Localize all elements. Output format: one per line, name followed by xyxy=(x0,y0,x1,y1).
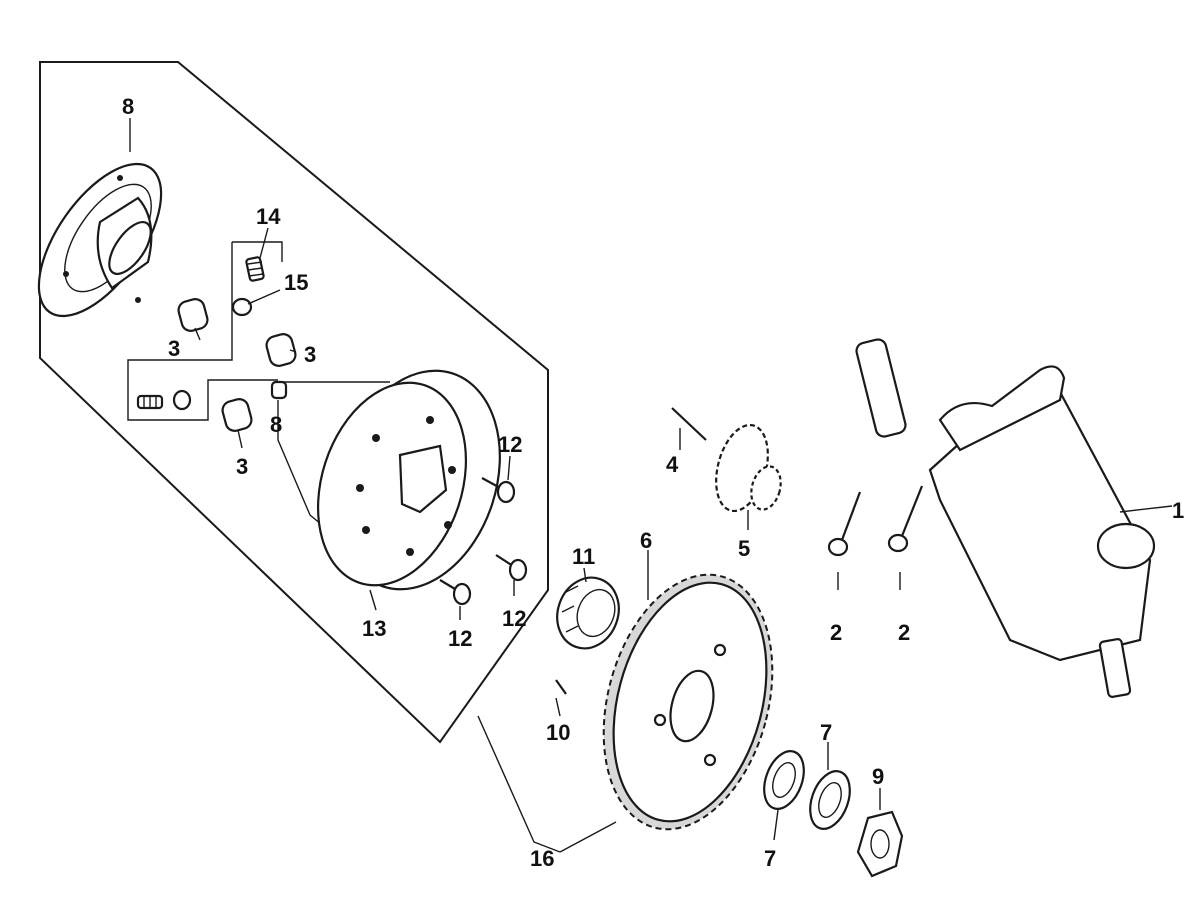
callout-6: 6 xyxy=(640,528,652,553)
callout-7b: 7 xyxy=(764,846,776,871)
flange-hub-part xyxy=(37,162,163,318)
callout-3b: 3 xyxy=(304,342,316,367)
callout-8a: 8 xyxy=(122,94,134,119)
callout-3c: 3 xyxy=(236,454,248,479)
bolt-part xyxy=(439,477,528,606)
gear-shaft-pin-part xyxy=(671,407,707,441)
spring-cap-part xyxy=(231,297,253,317)
callout-12a: 12 xyxy=(498,432,522,457)
clutch-housing-part xyxy=(316,369,501,591)
small-cap-part xyxy=(270,380,288,400)
large-gear-part xyxy=(602,573,774,831)
nut-part xyxy=(856,810,904,878)
small-spring-part xyxy=(136,389,192,411)
washer-part xyxy=(763,750,851,830)
small-gear-part xyxy=(715,423,782,513)
callout-2a: 2 xyxy=(830,620,842,645)
callout-16: 16 xyxy=(530,846,554,871)
callout-2b: 2 xyxy=(898,620,910,645)
roller-part xyxy=(177,298,297,432)
callout-1: 1 xyxy=(1172,498,1184,523)
callout-5: 5 xyxy=(738,536,750,561)
spring-part xyxy=(245,256,265,282)
callout-11: 11 xyxy=(572,544,595,569)
callout-8b: 8 xyxy=(270,412,282,437)
callout-12b: 12 xyxy=(502,606,526,631)
needle-bearing-part xyxy=(556,576,620,650)
callout-13: 13 xyxy=(362,616,386,641)
callout-7a: 7 xyxy=(820,720,832,745)
callout-15: 15 xyxy=(284,270,308,295)
callout-10: 10 xyxy=(546,720,570,745)
leader-lines xyxy=(129,118,1173,853)
callout-14: 14 xyxy=(256,204,281,229)
callout-9: 9 xyxy=(872,764,884,789)
mounting-bolt-part xyxy=(827,485,924,557)
starter-motor-part xyxy=(832,55,1156,698)
small-pin-part xyxy=(555,679,567,695)
callout-4: 4 xyxy=(666,452,679,477)
callout-12c: 12 xyxy=(448,626,472,651)
callout-3a: 3 xyxy=(168,336,180,361)
assembly-group-outline xyxy=(39,61,549,744)
